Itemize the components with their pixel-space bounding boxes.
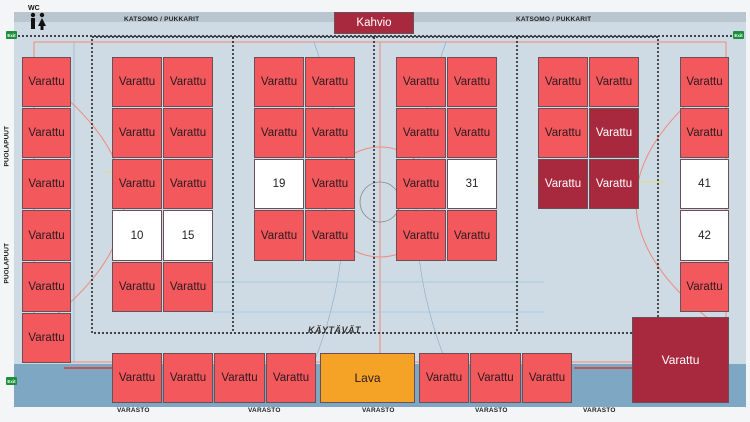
booth-36[interactable]: Varattu [589,108,639,158]
booth-34[interactable]: Varattu [589,57,639,107]
booth-7[interactable]: Varattu [112,57,162,107]
booth-26[interactable]: Varattu [447,57,497,107]
booth-38[interactable]: Varattu [589,159,639,209]
booth-27[interactable]: Varattu [396,108,446,158]
booth-44[interactable]: Varattu [112,353,162,403]
booth-31[interactable]: Varattu [396,210,446,261]
booth-39[interactable]: Varattu [680,57,729,107]
booth-47[interactable]: Varattu [266,353,316,403]
exit-sign-top-left: Exit [6,31,17,39]
booth-50[interactable]: Varattu [522,353,572,403]
storage-label-3: VARASTO [362,407,395,414]
booth-25[interactable]: Varattu [396,57,446,107]
booth-18[interactable]: Varattu [305,57,355,107]
booth-40[interactable]: Varattu [680,108,729,158]
booth-23[interactable]: Varattu [254,210,304,261]
booth-42[interactable]: 42 [680,210,729,261]
booth-24[interactable]: Varattu [305,210,355,261]
booth-9[interactable]: Varattu [112,108,162,158]
wc-area: WC [28,5,48,32]
storage-label-4: VARASTO [475,407,508,414]
booth-30[interactable]: 31 [447,159,497,209]
booth-17[interactable]: Varattu [254,57,304,107]
booth-49[interactable]: Varattu [470,353,521,403]
booth-33[interactable]: Varattu [538,57,588,107]
booth-15[interactable]: Varattu [112,262,162,312]
booth-51-large[interactable]: Varattu [632,317,729,403]
stands-left-label: KATSOMO / PUKKARIT [124,16,200,23]
booth-37[interactable]: Varattu [538,159,588,209]
exit-sign-bottom-left: Exit [6,377,17,385]
booth-5[interactable]: Varattu [22,262,71,312]
booth-11[interactable]: Varattu [112,159,162,209]
booth-28[interactable]: Varattu [447,108,497,158]
booth-21[interactable]: 19 [254,159,304,209]
booth-13[interactable]: 10 [112,210,162,261]
booth-4[interactable]: Varattu [22,210,71,261]
booth-6[interactable]: Varattu [22,313,71,363]
booth-22[interactable]: Varattu [305,159,355,209]
booth-12[interactable]: Varattu [163,159,213,209]
booth-8[interactable]: Varattu [163,57,213,107]
restroom-icon [30,12,46,30]
storage-label-1: VARASTO [117,407,150,414]
booth-2[interactable]: Varattu [22,108,71,158]
booth-1[interactable]: Varattu [22,57,71,107]
stage-area[interactable]: Lava [320,353,415,403]
booth-46[interactable]: Varattu [214,353,265,403]
booth-43[interactable]: Varattu [680,262,729,312]
bars-label-top: PUOLAPUUT [3,126,11,167]
booth-29[interactable]: Varattu [396,159,446,209]
booth-20[interactable]: Varattu [305,108,355,158]
storage-label-2: VARASTO [248,407,281,414]
booth-16[interactable]: Varattu [163,262,213,312]
booth-35[interactable]: Varattu [538,108,588,158]
booth-48[interactable]: Varattu [419,353,469,403]
storage-label-5: VARASTO [583,407,616,414]
bars-label-bottom: PUOLAPUUT [3,243,11,284]
stands-right-label: KATSOMO / PUKKARIT [516,16,592,23]
booth-19[interactable]: Varattu [254,108,304,158]
cafe-area: Kahvio [334,12,414,34]
exit-sign-top-right: Exit [733,31,744,39]
wc-label: WC [28,5,40,12]
booth-14[interactable]: 15 [163,210,213,261]
booth-10[interactable]: Varattu [163,108,213,158]
walkway-label: KÄYTÄVÄT [308,325,361,335]
booth-45[interactable]: Varattu [163,353,213,403]
booth-41[interactable]: 41 [680,159,729,209]
booth-3[interactable]: Varattu [22,159,71,209]
booth-32[interactable]: Varattu [447,210,497,261]
